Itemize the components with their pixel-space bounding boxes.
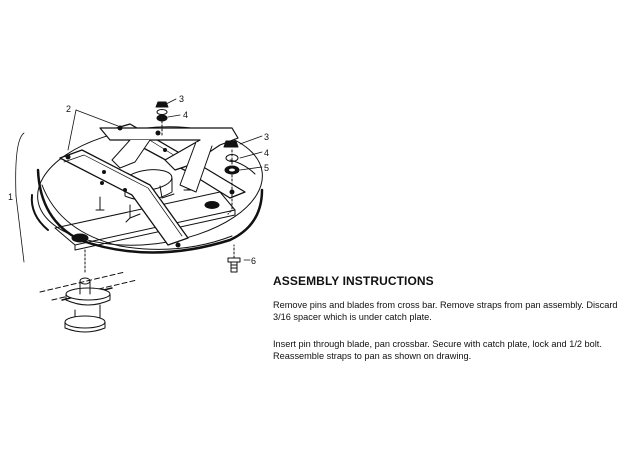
spindle-assembly (39, 249, 138, 333)
assembly-instructions: ASSEMBLY INSTRUCTIONS Remove pins and bl… (273, 274, 623, 378)
instruction-paragraph-2: Insert pin through blade, pan crossbar. … (273, 339, 602, 361)
callout-5: 5 (264, 163, 269, 173)
callout-3-top: 3 (179, 94, 184, 104)
fastener-stack-right (223, 140, 240, 215)
strap-front (59, 149, 189, 246)
instructions-title: ASSEMBLY INSTRUCTIONS (273, 274, 434, 288)
callout-3-right: 3 (264, 132, 269, 142)
callout-2: 2 (66, 104, 71, 114)
strap-cross (99, 127, 239, 193)
callout-4-top: 4 (183, 110, 188, 120)
strap-holes (65, 125, 235, 248)
instruction-paragraph-1: Remove pins and blades from cross bar. R… (273, 300, 618, 322)
leader-lines (15, 98, 263, 263)
callout-4-right: 4 (264, 148, 269, 158)
callout-6: 6 (251, 256, 256, 266)
fastener-stack-top (155, 101, 169, 136)
callout-1: 1 (8, 192, 13, 202)
bolt-6 (227, 244, 241, 273)
pan (30, 126, 264, 254)
